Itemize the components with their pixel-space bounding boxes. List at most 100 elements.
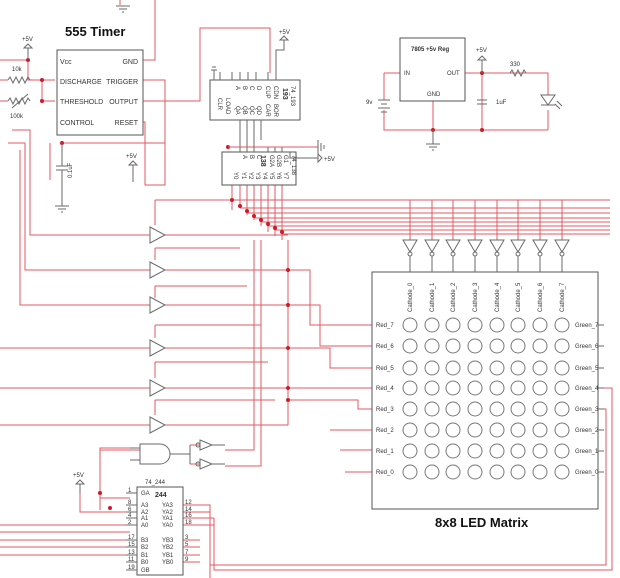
led-cell[interactable]: [489, 338, 505, 354]
led-cell[interactable]: [467, 443, 483, 459]
led-cell[interactable]: [402, 317, 418, 333]
reset-supply-label: +5V: [126, 154, 137, 160]
buffer-pin-number: 7: [185, 550, 189, 556]
led-cell[interactable]: [532, 338, 548, 354]
led-cell[interactable]: [467, 317, 483, 333]
led-cell[interactable]: [554, 338, 570, 354]
counter-pin-car: CAR: [264, 104, 270, 117]
led-cell[interactable]: [489, 443, 505, 459]
led-cell[interactable]: [445, 317, 461, 333]
led-cell[interactable]: [532, 422, 548, 438]
led-cell[interactable]: [554, 401, 570, 417]
regulator-7805[interactable]: 7805 +5v Reg IN OUT GND 9v 1uF +5V 330: [366, 37, 563, 151]
led-cell[interactable]: [532, 464, 548, 480]
led-cell[interactable]: [424, 443, 440, 459]
led-cell[interactable]: [510, 443, 526, 459]
led-cell[interactable]: [489, 422, 505, 438]
buffer-pin-in: GB: [141, 568, 150, 574]
red-row-label: Red_1: [376, 449, 394, 455]
led-cell[interactable]: [445, 464, 461, 480]
counter-pin-qa: QA: [234, 106, 240, 115]
led-cell[interactable]: [402, 360, 418, 376]
led-cell[interactable]: [532, 443, 548, 459]
led-cell[interactable]: [402, 380, 418, 396]
led-cell[interactable]: [489, 380, 505, 396]
buffer-74244[interactable]: 74_244 244 GA1A38A26A14A02B317B215B113B0…: [73, 473, 192, 576]
led-cell[interactable]: [467, 422, 483, 438]
led-cell[interactable]: [554, 422, 570, 438]
buffer-pin-number: 6: [128, 507, 132, 513]
decoder-ground-icon: [317, 140, 325, 154]
buffer-pin-number: 18: [185, 520, 192, 526]
led-cell[interactable]: [489, 360, 505, 376]
led-cell[interactable]: [424, 338, 440, 354]
led-cell[interactable]: [510, 422, 526, 438]
green-row-label: Green_4: [575, 386, 599, 392]
buffer-triangle-icon: [149, 261, 167, 279]
counter-pin-c: C: [248, 86, 254, 91]
led-cell[interactable]: [532, 317, 548, 333]
led-cell[interactable]: [402, 443, 418, 459]
led-cell[interactable]: [424, 317, 440, 333]
red-row-label: Red_5: [376, 366, 394, 372]
led-cell[interactable]: [424, 360, 440, 376]
buffer-pin-in: A0: [141, 523, 149, 529]
led-cell[interactable]: [554, 464, 570, 480]
led-cell[interactable]: [510, 338, 526, 354]
led-cell[interactable]: [445, 422, 461, 438]
buffer-pin-number: 15: [128, 542, 135, 548]
timer-555[interactable]: 555 Timer Vcc DISCHARGE THRESHOLD CONTRO…: [7, 5, 144, 213]
led-cell[interactable]: [489, 317, 505, 333]
buffer-pin-number: 17: [128, 535, 135, 541]
led-cell[interactable]: [424, 422, 440, 438]
led-cell[interactable]: [510, 380, 526, 396]
decoder-body: [221, 151, 297, 186]
led-cell[interactable]: [445, 338, 461, 354]
inverter-icon: [199, 458, 214, 470]
led-cell[interactable]: [402, 464, 418, 480]
led-cell[interactable]: [424, 464, 440, 480]
led-cell[interactable]: [467, 464, 483, 480]
led-cell[interactable]: [467, 360, 483, 376]
led-cell[interactable]: [510, 464, 526, 480]
counter-74193[interactable]: +5V CLR LOAD A B C D QA QB QC QD CUP CDN…: [209, 30, 301, 140]
led-cell[interactable]: [510, 360, 526, 376]
led-cell[interactable]: [445, 360, 461, 376]
led-cell[interactable]: [510, 317, 526, 333]
regulator-capacitor-icon: [477, 99, 487, 105]
led-cell[interactable]: [445, 401, 461, 417]
led-cell[interactable]: [554, 380, 570, 396]
led-cell[interactable]: [424, 380, 440, 396]
buffer-part: 244: [155, 492, 167, 499]
led-cell[interactable]: [445, 380, 461, 396]
green-row-label: Green_7: [575, 323, 599, 329]
led-cell[interactable]: [510, 401, 526, 417]
battery-icon: [378, 99, 390, 113]
led-cell[interactable]: [402, 401, 418, 417]
led-cell[interactable]: [424, 401, 440, 417]
led-cell[interactable]: [532, 401, 548, 417]
led-cell[interactable]: [554, 360, 570, 376]
timer-pin-gnd: GND: [122, 59, 138, 66]
led-cell[interactable]: [489, 464, 505, 480]
buffer-pin-number: 12: [185, 500, 192, 506]
led-cell[interactable]: [489, 401, 505, 417]
led-cell[interactable]: [467, 338, 483, 354]
led-cell[interactable]: [402, 422, 418, 438]
decoder-supply-icon: [289, 152, 323, 164]
led-cell[interactable]: [554, 443, 570, 459]
green-row-label: Green_5: [575, 366, 599, 372]
led-cell[interactable]: [445, 443, 461, 459]
led-cell[interactable]: [532, 360, 548, 376]
led-cell[interactable]: [467, 401, 483, 417]
resistor-330-icon: [509, 68, 527, 78]
led-cell[interactable]: [467, 380, 483, 396]
buffer-pin-number: 2: [128, 520, 132, 526]
led-cell[interactable]: [554, 317, 570, 333]
inverter-driver-icon: [510, 239, 526, 253]
led-cell[interactable]: [402, 338, 418, 354]
decoder-part: 138: [259, 155, 266, 167]
led-cell[interactable]: [532, 380, 548, 396]
